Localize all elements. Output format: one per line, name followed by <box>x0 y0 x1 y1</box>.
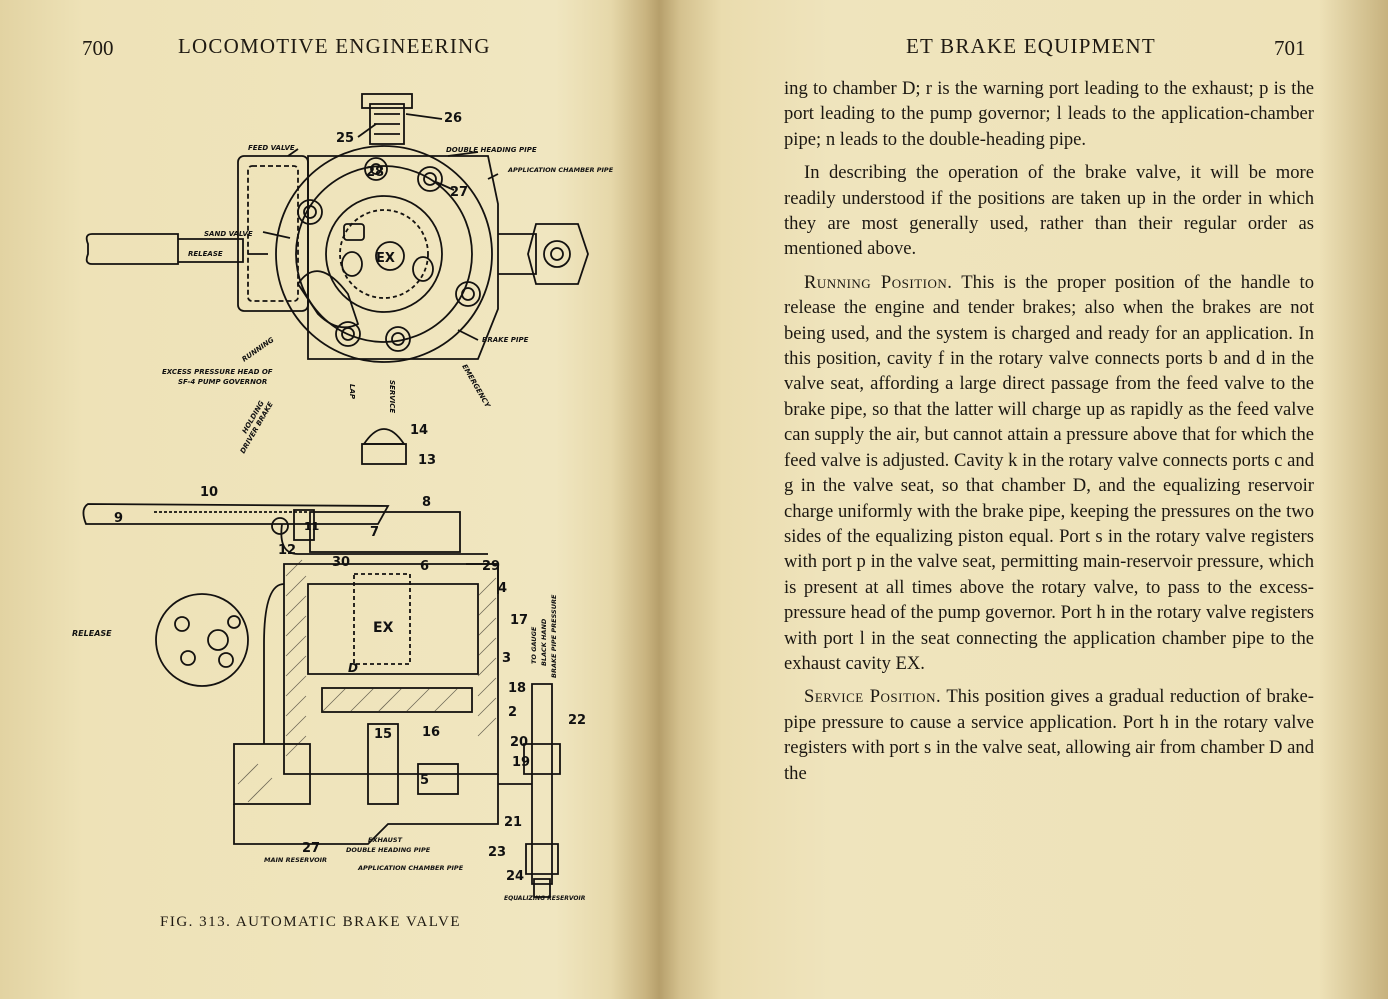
label-num-4: 4 <box>498 581 507 596</box>
label-sand-valve: SAND VALVE <box>204 230 253 238</box>
label-release-bottom: RELEASE <box>72 629 112 638</box>
label-release-top: RELEASE <box>188 250 223 258</box>
label-num-14: 14 <box>410 423 428 438</box>
label-num-10: 10 <box>200 485 218 500</box>
label-application-chamber-pipe-top: APPLICATION CHAMBER PIPE <box>507 166 614 174</box>
heading-running-position: Running Position. <box>804 271 953 293</box>
page-number-right: 701 <box>1274 36 1306 60</box>
label-num-27-bottom: 27 <box>302 841 320 856</box>
label-num-7: 7 <box>370 525 379 540</box>
left-page: 700 LOCOMOTIVE ENGINEERING <box>0 0 650 999</box>
label-exhaust: EXHAUST <box>368 836 403 844</box>
running-head-left: LOCOMOTIVE ENGINEERING <box>178 34 491 58</box>
label-main-reservoir: MAIN RESERVOIR <box>264 856 327 864</box>
paragraph-running-position: Running Position. This is the proper pos… <box>784 270 1314 677</box>
running-head-right: ET BRAKE EQUIPMENT <box>906 34 1156 58</box>
label-num-29: 29 <box>482 559 500 574</box>
label-equalizing-reservoir: EQUALIZING RESERVOIR <box>504 895 586 902</box>
label-num-24: 24 <box>506 869 524 884</box>
label-num-13: 13 <box>418 453 436 468</box>
paragraph-1-text: ing to chamber D; r is the warning port … <box>784 78 1314 150</box>
paragraph-2-text: In describing the operation of the brake… <box>784 162 1314 260</box>
label-num-21: 21 <box>504 815 522 830</box>
brake-valve-diagram: 26 25 28 27 FEED VALVE DOUBLE HEADING PI… <box>72 93 614 902</box>
label-num-3: 3 <box>502 651 511 666</box>
paragraph-service-position: Service Position. This position gives a … <box>784 684 1314 786</box>
label-double-heading-pipe-bottom: DOUBLE HEADING PIPE <box>346 846 431 854</box>
label-num-17: 17 <box>510 613 528 628</box>
section-hatching <box>237 559 497 803</box>
top-view-drawing <box>85 93 589 363</box>
label-chamber-d: D <box>348 661 358 675</box>
label-num-16: 16 <box>422 725 440 740</box>
label-num-22: 22 <box>568 713 586 728</box>
label-num-6: 6 <box>420 559 429 574</box>
section-view-drawing <box>82 428 561 898</box>
label-num-25: 25 <box>336 131 354 146</box>
label-num-5: 5 <box>420 773 429 788</box>
page-number-left: 700 <box>82 36 114 60</box>
label-to-gauge: TO GAUGE <box>530 626 538 664</box>
label-num-27-top: 27 <box>450 185 468 200</box>
label-num-23: 23 <box>488 845 506 860</box>
label-num-20: 20 <box>510 735 528 750</box>
label-ex-bottom: EX <box>373 620 394 636</box>
label-black-hand: BLACK HAND <box>540 618 548 666</box>
heading-service-position: Service Position. <box>804 686 942 708</box>
label-num-26: 26 <box>444 111 462 126</box>
label-num-11: 11 <box>304 520 319 533</box>
label-running: RUNNING <box>241 336 276 364</box>
paragraph-1: ing to chamber D; r is the warning port … <box>784 76 1314 152</box>
label-num-12: 12 <box>278 543 296 558</box>
label-num-15: 15 <box>374 727 392 742</box>
label-lap: LAP <box>348 384 356 400</box>
figure-caption: FIG. 313. AUTOMATIC BRAKE VALVE <box>160 914 461 930</box>
label-num-2: 2 <box>508 705 517 720</box>
label-double-heading-pipe-top: DOUBLE HEADING PIPE <box>446 146 537 154</box>
label-ex-top: EX <box>376 251 395 266</box>
paragraph-2: In describing the operation of the brake… <box>784 160 1314 262</box>
label-excess-pressure-head: EXCESS PRESSURE HEAD OF <box>162 368 273 376</box>
label-num-30: 30 <box>332 555 350 570</box>
label-emergency: EMERGENCY <box>460 363 492 410</box>
label-num-28: 28 <box>366 165 384 180</box>
label-feed-valve: FEED VALVE <box>248 144 295 152</box>
label-num-9: 9 <box>114 511 123 526</box>
label-num-8: 8 <box>422 495 431 510</box>
right-page: ET BRAKE EQUIPMENT 701 ing to chamber D;… <box>700 0 1388 999</box>
paragraph-service-position-text: This position gives a gradual reduction … <box>784 686 1315 784</box>
body-text: ing to chamber D; r is the warning port … <box>784 76 1314 786</box>
label-num-18: 18 <box>508 681 526 696</box>
label-service: SERVICE <box>388 380 396 413</box>
paragraph-running-position-text: This is the proper position of the handl… <box>784 271 1314 674</box>
label-num-19: 19 <box>512 755 530 770</box>
label-pump-governor: SF-4 PUMP GOVERNOR <box>178 378 267 386</box>
label-application-chamber-pipe-bottom: APPLICATION CHAMBER PIPE <box>357 864 464 872</box>
label-brake-pipe: BRAKE PIPE <box>482 336 529 344</box>
label-brake-pipe-pressure: BRAKE PIPE PRESSURE <box>550 594 558 678</box>
